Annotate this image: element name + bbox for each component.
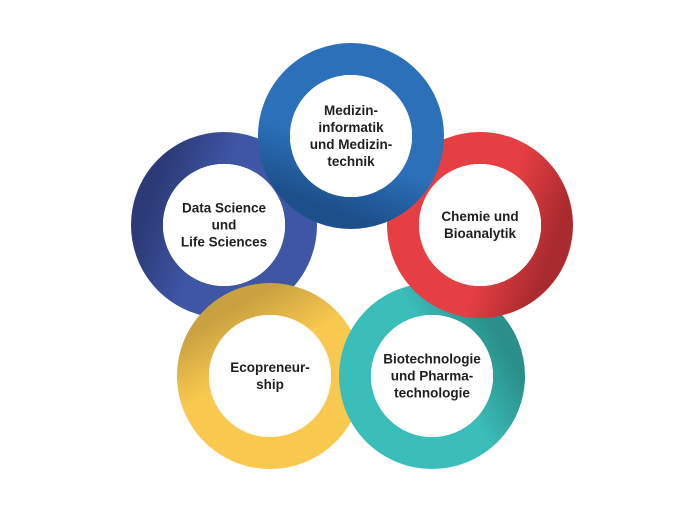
ring-center-overlay <box>163 164 285 286</box>
ring-label-biotechnologie: Biotechnologie und Pharma- technologie <box>383 351 481 401</box>
ring-center-overlay <box>209 315 331 437</box>
ring-center-overlay <box>419 164 541 286</box>
ring-center-overlay <box>290 75 412 197</box>
ring-label-chemie: Chemie und Bioanalytik <box>441 209 519 241</box>
ring-medizin <box>258 43 444 229</box>
ring-label-medizin: Medizin- informatik und Medizin- technik <box>309 103 393 169</box>
ring-label-data-science: Data Science und Life Sciences <box>180 200 268 250</box>
ring-label-ecopreneurship: Ecopreneur- ship <box>230 360 310 392</box>
ring-chemie <box>387 132 573 318</box>
ring-center-overlay <box>371 315 493 437</box>
